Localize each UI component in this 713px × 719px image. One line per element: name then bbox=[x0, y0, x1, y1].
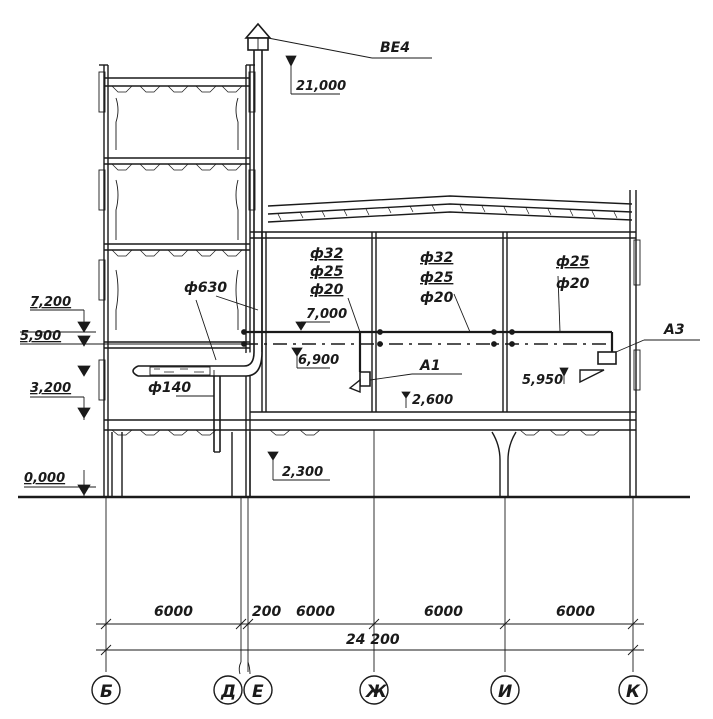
tall-building bbox=[98, 64, 256, 497]
exhaust-stack bbox=[132, 22, 272, 453]
diameter-vent-duct: ф630 bbox=[184, 280, 227, 296]
tall-slab-top bbox=[104, 77, 250, 93]
diameter-seg1-b: ф25 bbox=[310, 264, 344, 280]
axis-bubble-d bbox=[213, 675, 243, 705]
a1-unit bbox=[359, 371, 371, 387]
tall-slab-3 bbox=[104, 243, 250, 257]
diameter-seg3-b: ф20 bbox=[556, 276, 590, 292]
level-a1-low: 2,600 bbox=[412, 393, 453, 408]
dim-d-e: 200 bbox=[252, 604, 281, 620]
diameter-branch: ф140 bbox=[148, 380, 191, 396]
label-supply-a3: А3 bbox=[663, 322, 685, 338]
dimension-lines bbox=[96, 618, 644, 656]
level-roof-top: 21,000 bbox=[296, 79, 346, 94]
supply-piping bbox=[241, 329, 617, 394]
axis-bubble-b bbox=[91, 675, 121, 705]
level-0000: 0,000 bbox=[24, 471, 65, 486]
level-pipe-low: 2,300 bbox=[282, 465, 323, 480]
dim-e-zh: 6000 bbox=[296, 604, 335, 620]
level-a3-outlet: 5,950 bbox=[522, 373, 563, 388]
level-pipe-mid: 6,900 bbox=[298, 353, 339, 368]
axis-bubble-k bbox=[618, 675, 648, 705]
diameter-seg2-a: ф32 bbox=[420, 250, 453, 266]
tall-slab-4 bbox=[104, 341, 250, 349]
level-pipe-top: 7,000 bbox=[306, 307, 347, 322]
dim-b-d: 6000 bbox=[154, 604, 193, 620]
axis-bubble-zh bbox=[359, 675, 389, 705]
axis-bubble-e bbox=[243, 675, 273, 705]
axis-label-d: Д bbox=[220, 682, 236, 702]
a3-unit bbox=[597, 351, 617, 365]
label-exhaust-system: ВЕ4 bbox=[380, 40, 410, 56]
diameter-seg2-c: ф20 bbox=[420, 290, 454, 306]
level-5900: 5,900 bbox=[20, 329, 61, 344]
tall-slab-ground bbox=[104, 419, 250, 436]
low-building bbox=[111, 190, 641, 497]
diameter-seg3-a: ф25 bbox=[556, 254, 590, 270]
diameter-seg1-a: ф32 bbox=[310, 246, 343, 262]
label-supply-a1: А1 bbox=[419, 358, 441, 374]
level-markers-left bbox=[20, 309, 244, 497]
level-7200: 7,200 bbox=[30, 295, 71, 310]
diameter-seg1-c: ф20 bbox=[310, 282, 344, 298]
axis-label-e: Е bbox=[252, 682, 264, 702]
tall-slab-2 bbox=[104, 157, 250, 171]
a3-outlet-icon bbox=[579, 369, 605, 384]
dim-zh-i: 6000 bbox=[424, 604, 463, 620]
grid-lines bbox=[105, 430, 634, 675]
axis-label-b: Б bbox=[100, 682, 113, 702]
axis-label-k: К bbox=[626, 682, 641, 702]
leaders bbox=[176, 37, 700, 397]
level-3200: 3,200 bbox=[30, 381, 71, 396]
dim-i-k: 6000 bbox=[556, 604, 595, 620]
axis-label-zh: Ж bbox=[365, 682, 388, 702]
axis-bubbles bbox=[91, 675, 648, 705]
elevation-marks bbox=[267, 55, 569, 481]
axis-label-i: И bbox=[498, 682, 512, 702]
diameter-seg2-b: ф25 bbox=[420, 270, 454, 286]
dim-total: 24 200 bbox=[346, 632, 400, 648]
axis-bubble-i bbox=[490, 675, 520, 705]
